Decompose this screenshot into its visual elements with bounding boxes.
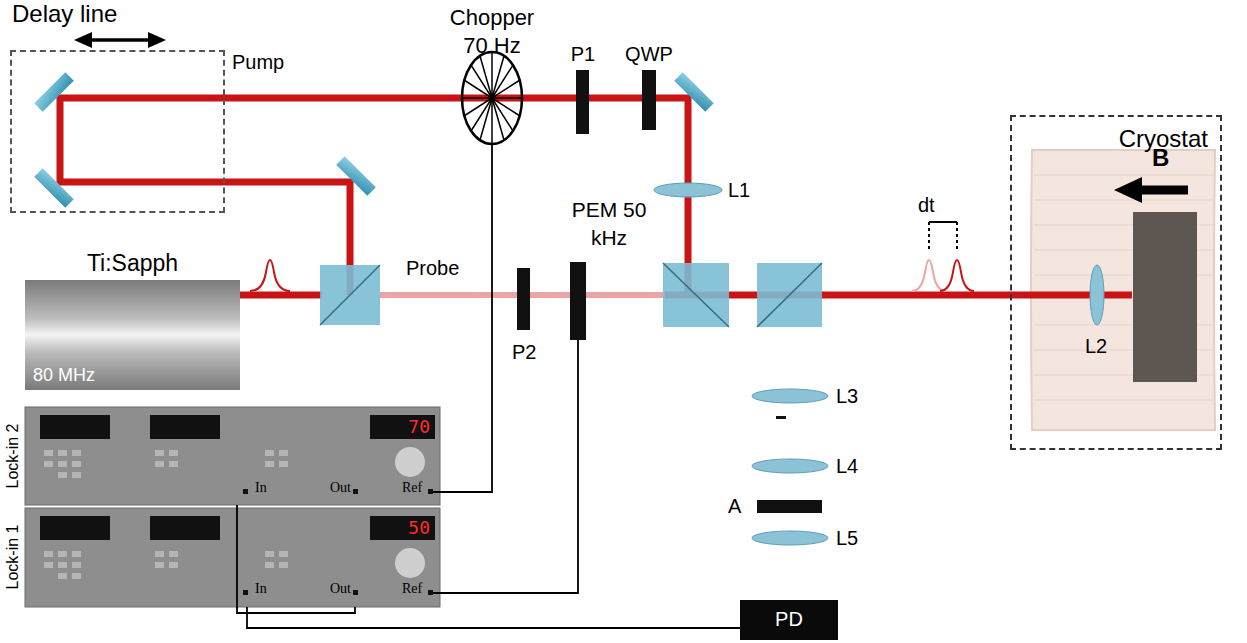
mirrors (34, 72, 714, 208)
lock-in-name: Lock-in 1 (3, 508, 23, 606)
laser-box: Ti:Sapph80 MHz (25, 280, 240, 390)
signal-cable (237, 505, 355, 613)
beam-label: Pump (232, 50, 284, 74)
polarization-optics (517, 70, 822, 513)
cryostat-box: Cryostat (1010, 115, 1222, 450)
port-label: Out (330, 581, 351, 597)
delay-arrow (74, 32, 166, 48)
port-label: Out (330, 480, 351, 496)
lenses (654, 183, 1104, 545)
beam-label: Probe (406, 256, 459, 280)
lens-label: L2 (1085, 334, 1107, 358)
lens-label: L4 (836, 454, 858, 478)
repetition-rate: 80 MHz (33, 365, 95, 386)
delay-line-box: Delay line (10, 50, 225, 213)
signal-cable (247, 607, 740, 628)
display-value: 70 (372, 416, 430, 437)
reference-cables (433, 144, 578, 593)
lock-in-name: Lock-in 2 (3, 407, 23, 505)
photodiode: PD (740, 600, 838, 640)
port-label: In (255, 480, 267, 496)
waveplate-label: QWP (624, 42, 674, 66)
laser-name: Ti:Sapph (25, 250, 240, 277)
cryostat-body (1031, 150, 1215, 430)
delay-line-title: Delay line (12, 0, 117, 28)
pem-label: PEM 50 kHz (571, 196, 647, 252)
display-value: 50 (372, 517, 430, 538)
field-label: B (1152, 146, 1169, 170)
lock-in-amplifier: Lock-in 270InOutRef (25, 407, 440, 505)
port-label: Ref (402, 480, 422, 496)
port-label: In (255, 581, 267, 597)
polarizer-label: P1 (568, 42, 598, 66)
chopper-wheel (462, 52, 522, 144)
lock-in-amplifier: Lock-in 150InOutRef (25, 508, 440, 607)
delay-label: dt (918, 193, 935, 217)
lock-in-bodies (25, 407, 440, 607)
port-label: Ref (402, 581, 422, 597)
polarizer-label: P2 (512, 340, 536, 364)
lens-label: L5 (836, 526, 858, 550)
chopper-label: Chopper 70 Hz (440, 4, 544, 60)
analyzer-label: A (728, 494, 741, 518)
lens-label: L3 (836, 384, 858, 408)
lens-label: L1 (728, 178, 750, 202)
photodiode-name: PD (740, 608, 838, 631)
